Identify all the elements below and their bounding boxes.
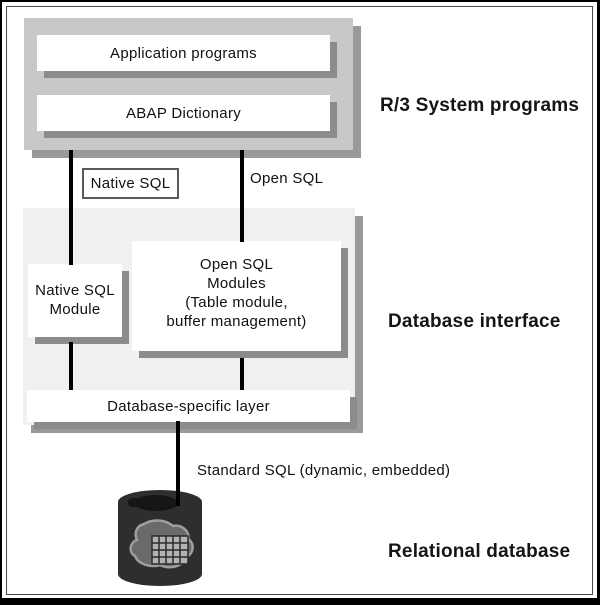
r3-system-programs-section-label: R/3 System programs: [380, 95, 580, 116]
database-specific-layer-bar: Database-specific layer: [27, 390, 350, 422]
abap-dictionary-box: ABAP Dictionary: [37, 95, 330, 131]
open-sql-modules-line: Open SQL: [199, 256, 274, 273]
application-programs-label: Application programs: [110, 44, 257, 62]
native-sql-module-line: Native SQL: [35, 282, 115, 299]
native-sql-module-line: Module: [49, 301, 101, 318]
open-sql-connector-label: Open SQL: [250, 170, 324, 187]
native-sql-module-connector-line: [69, 342, 73, 390]
open-sql-connector-line: [240, 150, 244, 242]
standard-sql-connector-line: [176, 421, 180, 506]
native-sql-connector-tag: Native SQL: [82, 168, 179, 199]
open-sql-modules-line: Modules: [207, 275, 266, 292]
open-sql-modules-line: (Table module,: [185, 294, 288, 311]
abap-dictionary-label: ABAP Dictionary: [125, 104, 242, 122]
table-grid-icon: [151, 535, 189, 565]
database-cylinder-icon: [118, 490, 202, 586]
open-sql-modules-line: buffer management): [166, 313, 307, 330]
open-sql-modules-box: Open SQL Modules (Table module, buffer m…: [132, 241, 341, 351]
native-sql-connector-label: Native SQL: [90, 175, 171, 192]
diagram-inner-frame: [6, 6, 593, 595]
database-specific-layer-label: Database-specific layer: [107, 397, 270, 415]
standard-sql-connector-label: Standard SQL (dynamic, embedded): [197, 462, 451, 479]
application-programs-box: Application programs: [37, 35, 330, 71]
open-sql-module-connector-line: [240, 358, 244, 390]
relational-database-section-label: Relational database: [388, 541, 571, 562]
native-sql-module-box: Native SQL Module: [28, 264, 122, 337]
native-sql-connector-line: [69, 150, 73, 265]
database-interface-section-label: Database interface: [388, 311, 561, 332]
